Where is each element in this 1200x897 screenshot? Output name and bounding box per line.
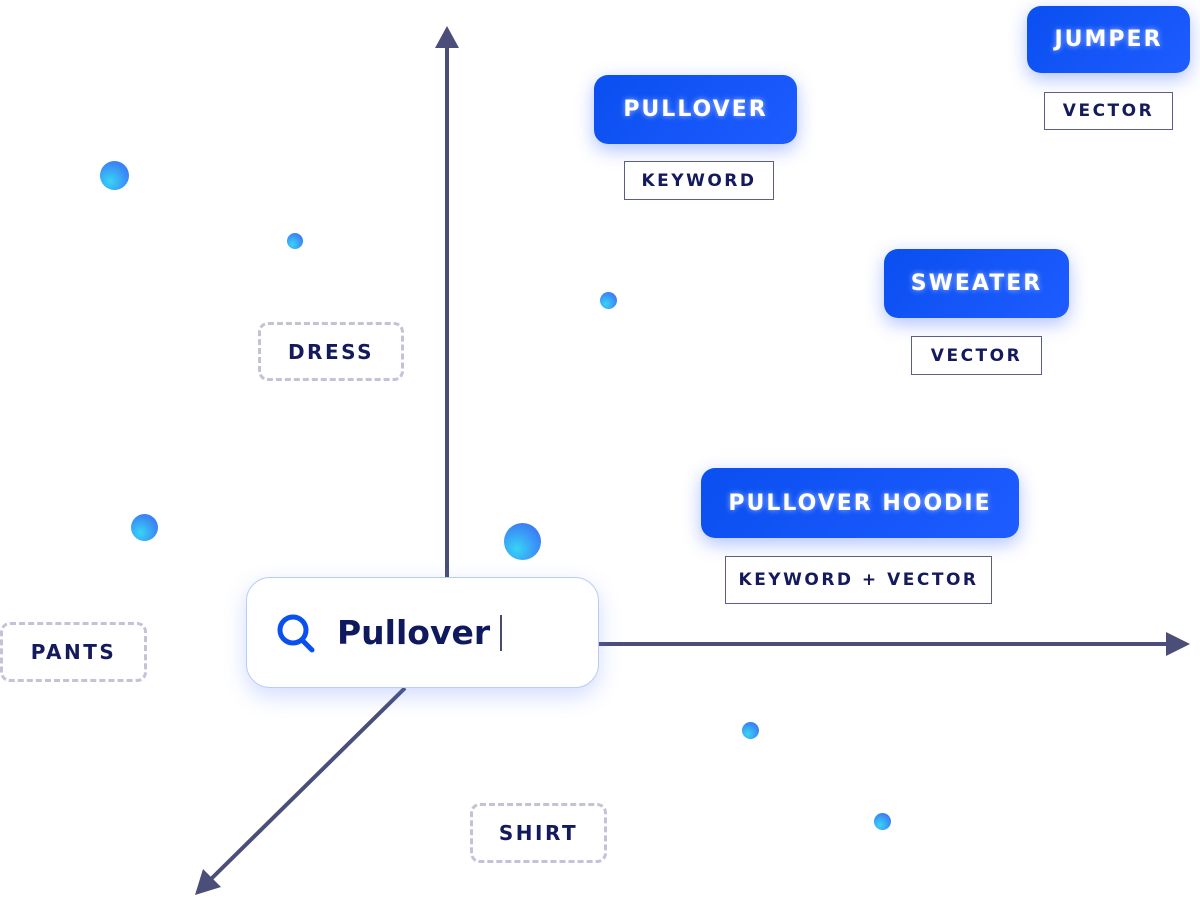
vector-point xyxy=(874,813,891,830)
search-query[interactable]: Pullover xyxy=(337,613,491,652)
search-icon xyxy=(277,614,315,652)
y-axis-arrowhead xyxy=(435,26,459,48)
match-tag-keyword: KEYWORD xyxy=(624,161,774,200)
vector-point xyxy=(600,292,617,309)
vector-point xyxy=(504,523,541,560)
result-chip-sweater: SWEATER xyxy=(884,249,1069,318)
vector-point xyxy=(131,514,158,541)
z-axis-arrowhead xyxy=(195,869,221,895)
unmatched-term-dress: DRESS xyxy=(258,322,404,381)
match-tag-keyword-vector: KEYWORD + VECTOR xyxy=(725,556,992,604)
text-cursor xyxy=(500,614,503,651)
unmatched-term-shirt: SHIRT xyxy=(470,803,607,863)
search-box[interactable]: Pullover xyxy=(246,577,599,688)
x-axis-arrowhead xyxy=(1166,632,1190,656)
vector-point xyxy=(100,161,129,190)
unmatched-term-pants: PANTS xyxy=(0,622,147,682)
z-axis xyxy=(206,686,407,884)
match-tag-vector: VECTOR xyxy=(1044,92,1173,130)
match-tag-vector: VECTOR xyxy=(911,336,1042,375)
result-chip-pullover: PULLOVER xyxy=(594,75,797,144)
vector-point xyxy=(287,233,303,249)
result-chip-pullover-hoodie: PULLOVER HOODIE xyxy=(701,468,1019,538)
vector-point xyxy=(742,722,759,739)
result-chip-jumper: JUMPER xyxy=(1027,6,1190,73)
